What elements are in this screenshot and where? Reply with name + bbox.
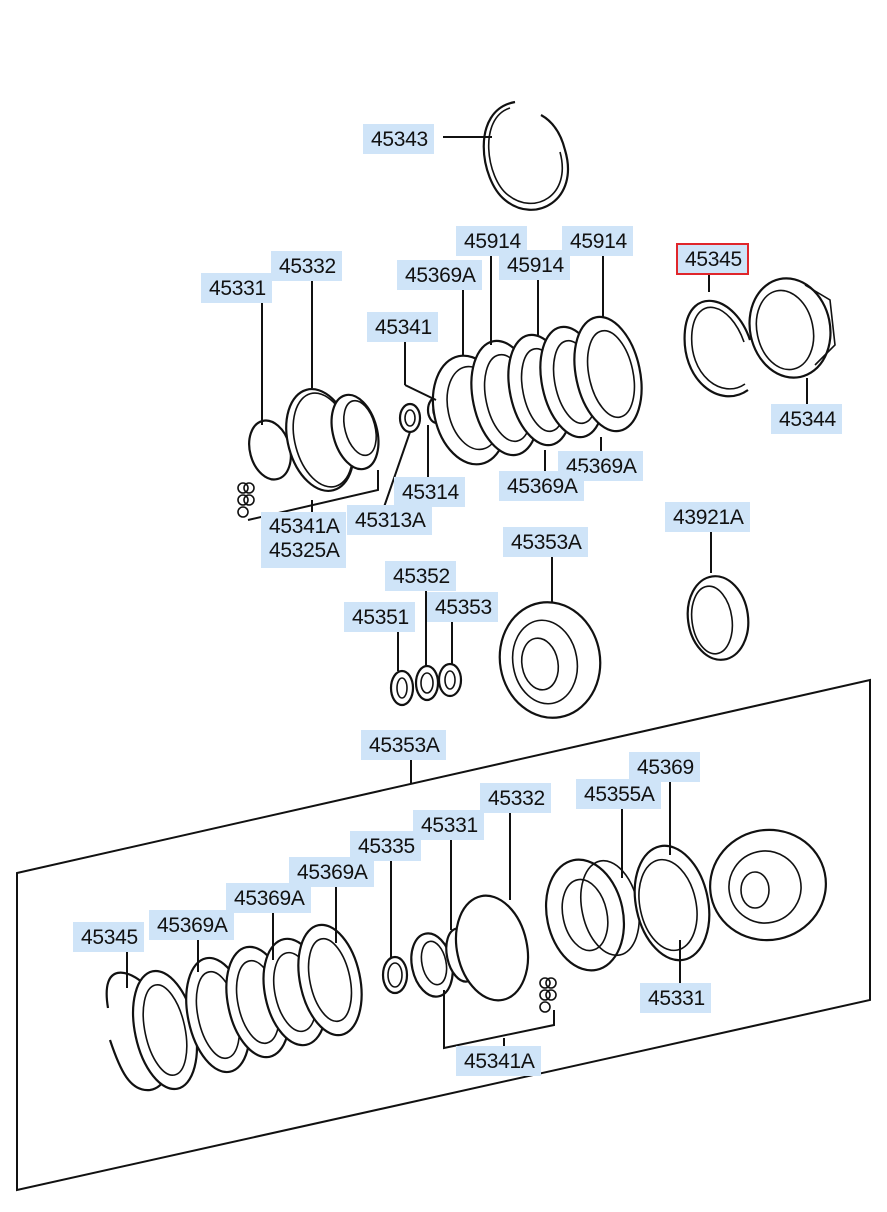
part-45355A-retainer bbox=[544, 858, 640, 972]
part-label-45353A-group[interactable]: 45353A bbox=[361, 730, 446, 760]
part-45369A-plate-lower-4 bbox=[297, 923, 363, 1037]
part-label-45914-b[interactable]: 45914 bbox=[562, 226, 633, 256]
part-label-45369A-upper[interactable]: 45369A bbox=[397, 260, 482, 290]
part-label-45325A: 45325A bbox=[269, 539, 340, 562]
part-label-45331-lower[interactable]: 45331 bbox=[413, 810, 484, 840]
part-label-45369A-lower-2[interactable]: 45369A bbox=[226, 883, 311, 913]
part-label-45369A-lower-1[interactable]: 45369A bbox=[149, 910, 234, 940]
part-label-45314[interactable]: 45314 bbox=[394, 477, 465, 507]
part-label-45353A-hub[interactable]: 45353A bbox=[503, 527, 588, 557]
part-label-45331[interactable]: 45331 bbox=[201, 273, 272, 303]
part-label-45331-right[interactable]: 45331 bbox=[640, 983, 711, 1013]
part-label-45914-c[interactable]: 45914 bbox=[499, 250, 570, 280]
part-label-45341[interactable]: 45341 bbox=[367, 312, 438, 342]
part-label-45369A-c[interactable]: 45369A bbox=[499, 471, 584, 501]
part-label-45341A: 45341A bbox=[269, 515, 340, 538]
part-45914-plate-3 bbox=[573, 315, 643, 433]
part-label-45351[interactable]: 45351 bbox=[344, 602, 415, 632]
part-label-45344[interactable]: 45344 bbox=[771, 404, 842, 434]
part-45344-retaining-plate bbox=[748, 277, 836, 379]
part-45335-seal-ring bbox=[381, 955, 409, 995]
part-label-45369[interactable]: 45369 bbox=[629, 752, 700, 782]
part-label-45355A[interactable]: 45355A bbox=[576, 779, 661, 809]
part-piston-upper bbox=[330, 393, 380, 471]
part-label-45352[interactable]: 45352 bbox=[385, 561, 456, 591]
part-check-balls-upper bbox=[237, 482, 255, 518]
part-label-45343[interactable]: 45343 bbox=[363, 124, 434, 154]
part-label-43921A[interactable]: 43921A bbox=[665, 502, 750, 532]
part-45369-plate bbox=[633, 844, 711, 962]
part-label-45341A-45325A[interactable]: 45341A 45325A bbox=[261, 512, 346, 568]
part-label-45313A[interactable]: 45313A bbox=[347, 505, 432, 535]
part-43921A-gear bbox=[686, 575, 750, 661]
part-45313A-bushing bbox=[398, 402, 422, 434]
part-label-45332-lower[interactable]: 45332 bbox=[480, 783, 551, 813]
part-45343-snap-ring bbox=[482, 100, 569, 211]
part-label-45335[interactable]: 45335 bbox=[350, 831, 421, 861]
part-label-45341A-lower[interactable]: 45341A bbox=[456, 1046, 541, 1076]
part-label-45345-selected[interactable]: 45345 bbox=[676, 243, 749, 275]
part-label-45345-lower[interactable]: 45345 bbox=[73, 922, 144, 952]
part-45353A-hub bbox=[498, 601, 602, 719]
part-clutch-drum-lower bbox=[709, 828, 827, 942]
assembly-group-frame bbox=[16, 678, 871, 1192]
part-45352-bearing bbox=[414, 664, 440, 702]
part-45332-seal-lower bbox=[454, 894, 530, 1002]
part-label-45332[interactable]: 45332 bbox=[271, 251, 342, 281]
part-lower-plate-1 bbox=[132, 969, 198, 1091]
part-45351-washer bbox=[389, 669, 415, 707]
part-label-45353[interactable]: 45353 bbox=[427, 592, 498, 622]
part-check-balls-lower bbox=[539, 977, 557, 1013]
part-label-45369A-b[interactable]: 45369A bbox=[558, 451, 643, 481]
part-45353-washer bbox=[437, 662, 463, 698]
part-45345-snap-ring bbox=[683, 299, 752, 398]
part-label-45369A-lower-3[interactable]: 45369A bbox=[289, 857, 374, 887]
